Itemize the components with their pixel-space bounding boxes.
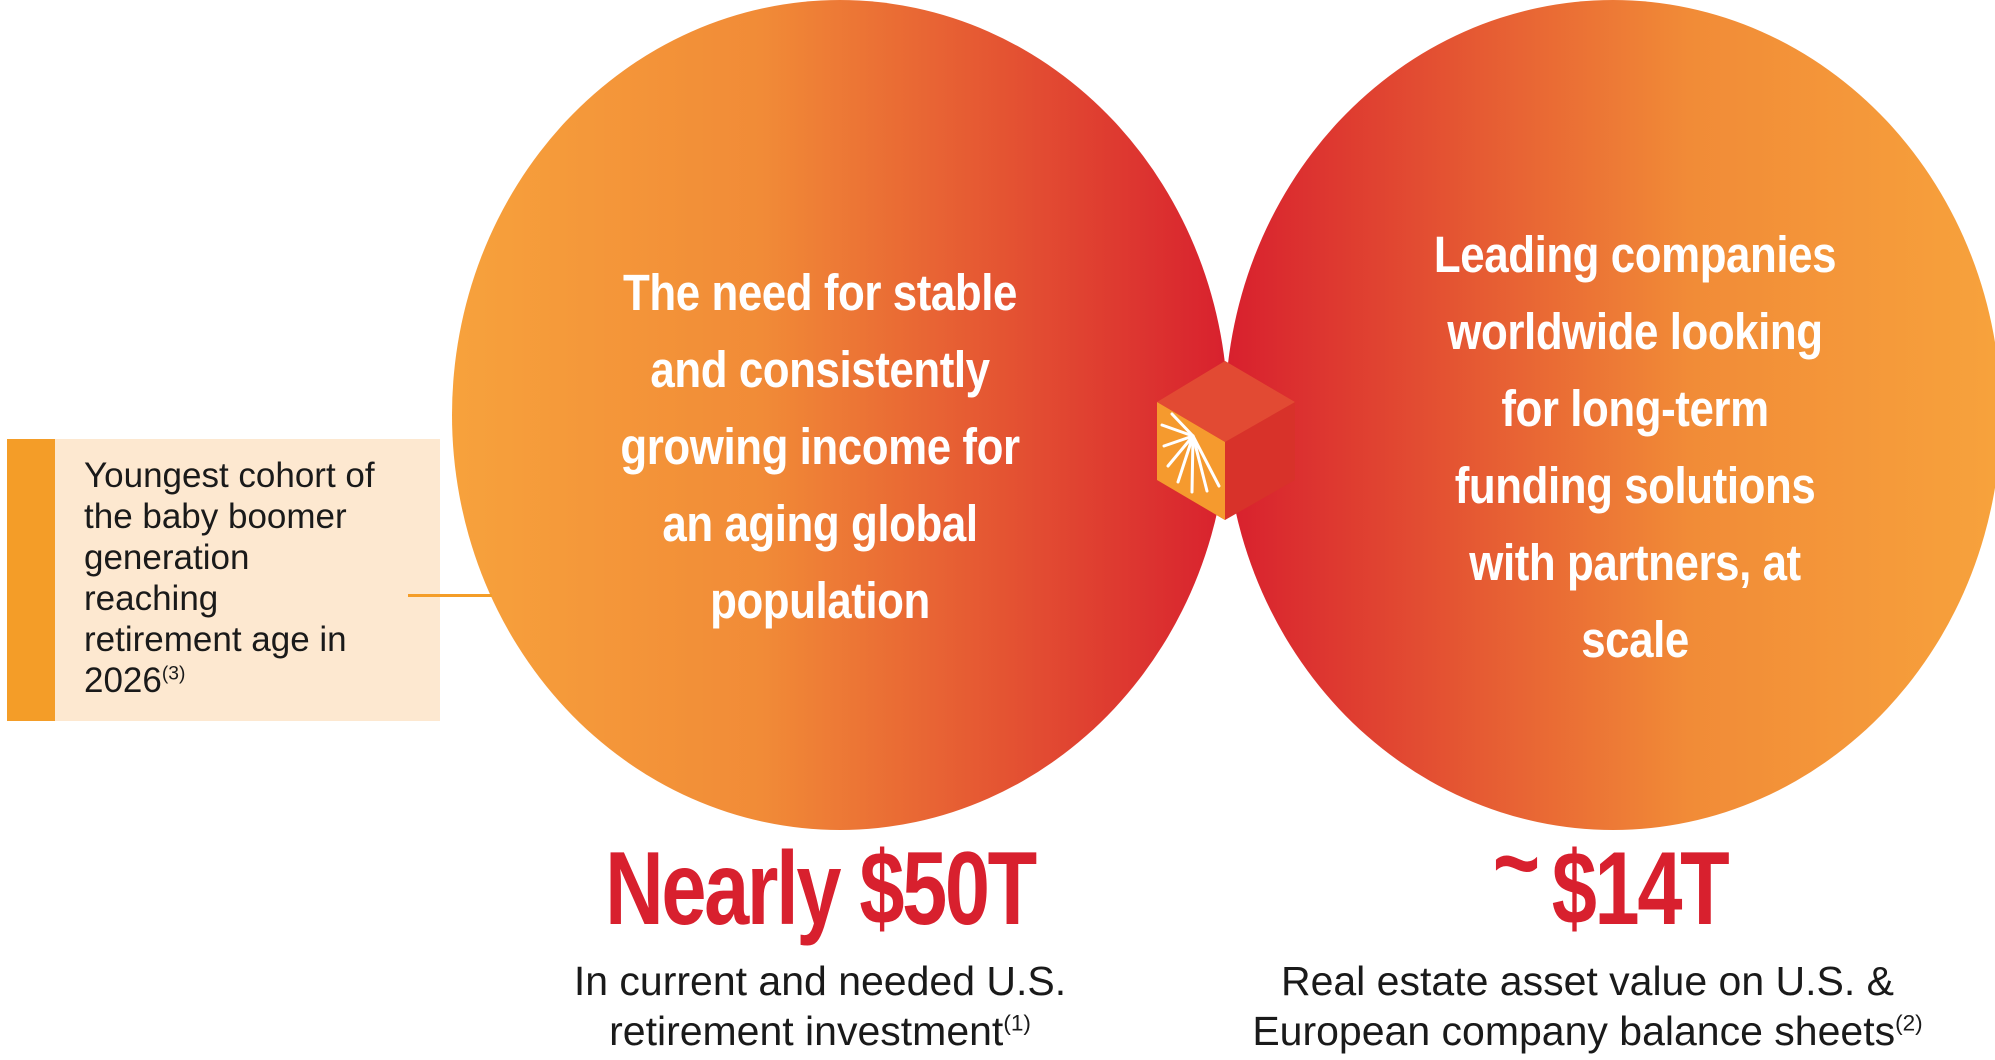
left-circle-line: The need for stable [623,264,1017,321]
right-circle-line: worldwide looking [1447,303,1823,360]
left-circle-line: and consistently [650,341,990,398]
left-circle [452,0,1228,830]
left-circle-line: population [710,572,930,629]
right-caption-line2: European company balance sheets(2) [1180,1006,1995,1056]
right-circle-text: Leading companies worldwide looking for … [1373,216,1898,678]
right-circle-line: Leading companies [1433,226,1837,283]
right-caption-line1: Real estate asset value on U.S. & [1280,958,1895,1004]
callout-year: 2026 [84,661,162,700]
left-circle-line: growing income for [620,418,1020,475]
callout-connector-line [408,594,492,597]
callout-text: Youngest cohort of the baby boomer gener… [84,455,434,701]
right-stat: ~$14T [1399,808,1820,947]
callout-line: generation [84,538,250,577]
left-footnote-marker: (1) [1003,1010,1031,1036]
left-circle-line: an aging global [662,495,978,552]
callout-line-last: 2026(3) [84,660,434,701]
right-stat-value: $14T [1551,831,1730,947]
left-caption-line2: retirement investment(1) [490,1006,1150,1056]
right-circle-line: funding solutions [1454,457,1816,514]
callout-line: the baby boomer [84,497,347,536]
callout-accent-bar [7,439,55,721]
right-stat-tilde: ~ [1492,805,1540,921]
callout-box: Youngest cohort of the baby boomer gener… [7,439,440,721]
right-stat-caption: Real estate asset value on U.S. & Europe… [1180,956,1995,1056]
hexagon-sunburst-logo-icon [1157,361,1295,520]
callout-line: Youngest cohort of [84,456,375,495]
left-circle-text: The need for stable and consistently gro… [562,254,1078,639]
callout-line: reaching [84,579,219,618]
left-caption-line1: In current and needed U.S. [573,958,1067,1004]
left-stat-caption: In current and needed U.S. retirement in… [490,956,1150,1056]
right-circle-line: for long-term [1501,380,1769,437]
right-caption-text: European company balance sheets [1252,1008,1896,1054]
right-circle [1225,0,1995,830]
left-stat-value: Nearly $50T [605,831,1037,947]
left-caption-text: retirement investment [609,1008,1004,1054]
callout-footnote-marker: (3) [161,663,186,685]
right-footnote-marker: (2) [1895,1010,1923,1036]
callout-line: retirement age in [84,620,347,659]
right-circle-line: scale [1581,611,1689,668]
right-circle-line: with partners, at [1469,534,1801,591]
